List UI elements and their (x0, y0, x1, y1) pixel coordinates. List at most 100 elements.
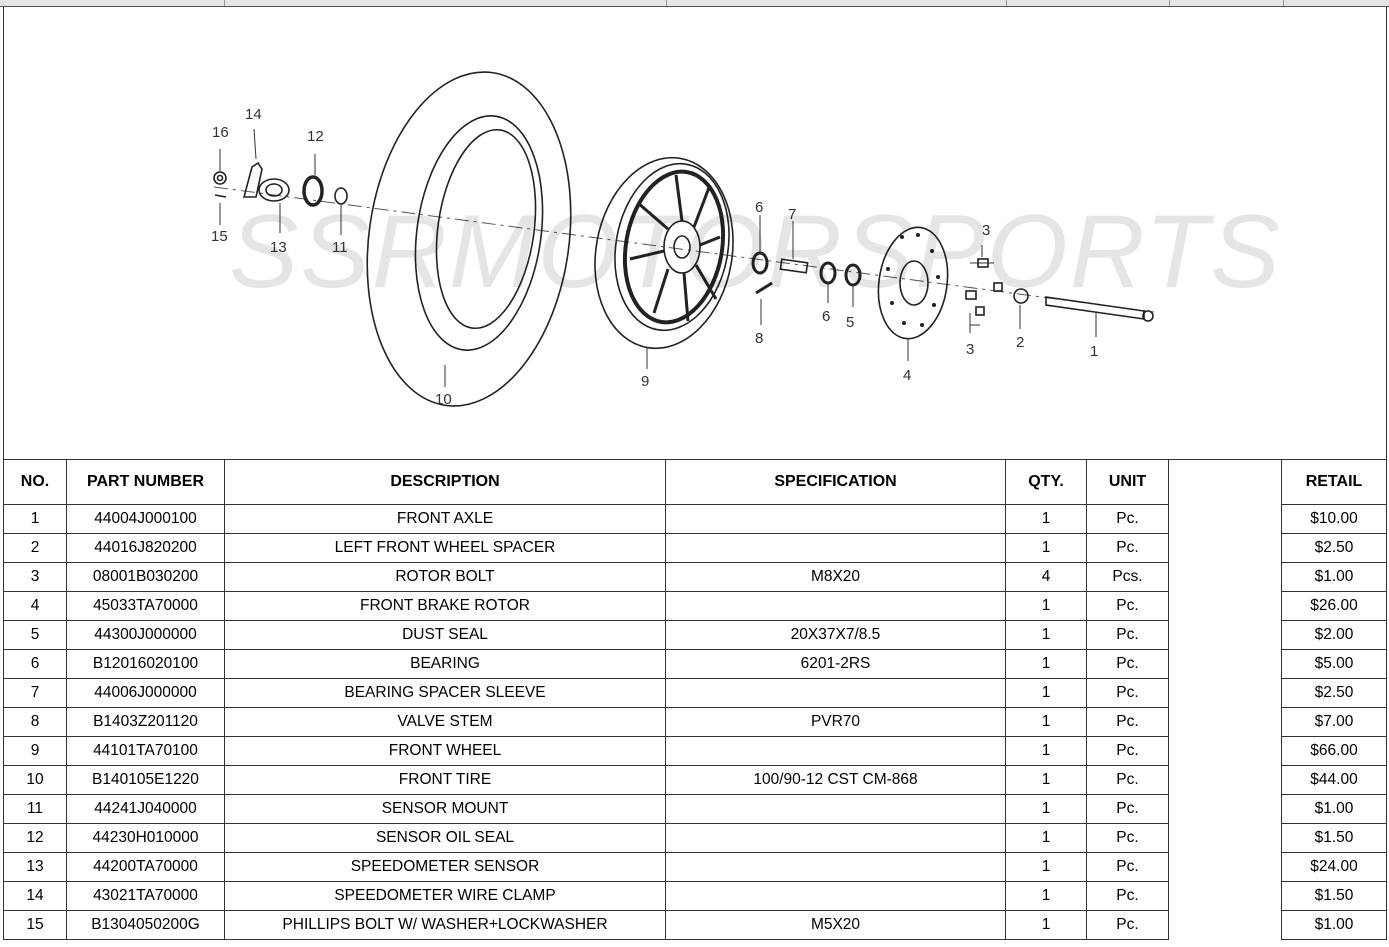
front-tire-part (366, 71, 572, 407)
cell-blank (1168, 823, 1282, 853)
callout-6-bottom: 6 (822, 308, 830, 325)
cell-blank (1168, 765, 1282, 795)
cell-retail: $2.50 (1281, 533, 1387, 563)
cell-spec (665, 881, 1006, 911)
sensor-oil-seal-part (302, 175, 324, 207)
cell-retail: $44.00 (1281, 765, 1387, 795)
callout-6-top: 6 (755, 199, 763, 216)
callout-4: 4 (903, 367, 911, 384)
cell-desc: FRONT AXLE (224, 504, 666, 534)
header-qty: QTY. (1005, 459, 1087, 505)
cell-qty: 1 (1005, 591, 1087, 621)
table-header-row: NO. PART NUMBER DESCRIPTION SPECIFICATIO… (3, 459, 1387, 505)
cell-qty: 1 (1005, 504, 1087, 534)
cell-qty: 1 (1005, 649, 1087, 679)
cell-unit: Pc. (1086, 881, 1169, 911)
cell-retail: $2.50 (1281, 678, 1387, 708)
cell-spec: M5X20 (665, 910, 1006, 940)
parts-table: NO. PART NUMBER DESCRIPTION SPECIFICATIO… (3, 459, 1387, 940)
cell-no: 11 (3, 794, 67, 824)
cell-part: 43021TA70000 (66, 881, 225, 911)
cell-no: 15 (3, 910, 67, 940)
callout-8: 8 (755, 330, 763, 347)
cell-desc: VALVE STEM (224, 707, 666, 737)
cell-part: B140105E1220 (66, 765, 225, 795)
cell-part: 44230H010000 (66, 823, 225, 853)
cell-spec (665, 823, 1006, 853)
cell-qty: 1 (1005, 678, 1087, 708)
cell-part: 44016J820200 (66, 533, 225, 563)
cell-qty: 1 (1005, 881, 1087, 911)
cell-desc: LEFT FRONT WHEEL SPACER (224, 533, 666, 563)
cell-unit: Pc. (1086, 736, 1169, 766)
cell-desc: BEARING (224, 649, 666, 679)
cell-qty: 1 (1005, 910, 1087, 940)
callout-3-bottom: 3 (966, 341, 974, 358)
cell-qty: 1 (1005, 533, 1087, 563)
cell-part: 44101TA70100 (66, 736, 225, 766)
cell-spec: 20X37X7/8.5 (665, 620, 1006, 650)
cell-no: 6 (3, 649, 67, 679)
cell-unit: Pc. (1086, 533, 1169, 563)
header-description: DESCRIPTION (224, 459, 666, 505)
top-bar (0, 0, 1389, 7)
cell-part: 08001B030200 (66, 562, 225, 592)
cell-retail: $1.50 (1281, 823, 1387, 853)
cell-retail: $5.00 (1281, 649, 1387, 679)
cell-no: 5 (3, 620, 67, 650)
header-retail: RETAIL (1281, 459, 1387, 505)
cell-blank (1168, 910, 1282, 940)
callout-12: 12 (307, 128, 324, 145)
cell-no: 8 (3, 707, 67, 737)
cell-blank (1168, 562, 1282, 592)
cell-qty: 1 (1005, 765, 1087, 795)
brake-rotor-part (877, 226, 949, 340)
cell-part: 45033TA70000 (66, 591, 225, 621)
wheel-assembly-illustration: 16 14 12 15 13 11 10 9 6 7 8 6 5 3 4 3 2… (211, 71, 1155, 408)
cell-no: 14 (3, 881, 67, 911)
cell-no: 7 (3, 678, 67, 708)
cell-part: 44200TA70000 (66, 852, 225, 882)
callout-13: 13 (270, 239, 287, 256)
cell-retail: $7.00 (1281, 707, 1387, 737)
cell-spec (665, 504, 1006, 534)
cell-desc: BEARING SPACER SLEEVE (224, 678, 666, 708)
cell-spec (665, 533, 1006, 563)
cell-retail: $1.50 (1281, 881, 1387, 911)
cell-unit: Pc. (1086, 852, 1169, 882)
cell-no: 9 (3, 736, 67, 766)
cell-desc: FRONT BRAKE ROTOR (224, 591, 666, 621)
cell-no: 10 (3, 765, 67, 795)
cell-desc: SPEEDOMETER WIRE CLAMP (224, 881, 666, 911)
cell-spec: M8X20 (665, 562, 1006, 592)
cell-blank (1168, 736, 1282, 766)
cell-spec (665, 678, 1006, 708)
cell-part: B1403Z201120 (66, 707, 225, 737)
cell-part: 44241J040000 (66, 794, 225, 824)
cell-part: 44006J000000 (66, 678, 225, 708)
cell-blank (1168, 881, 1282, 911)
callout-9: 9 (641, 373, 649, 390)
cell-blank (1168, 678, 1282, 708)
cell-spec (665, 736, 1006, 766)
cell-spec (665, 852, 1006, 882)
cell-blank (1168, 794, 1282, 824)
cell-blank (1168, 504, 1282, 534)
cell-spec: 6201-2RS (665, 649, 1006, 679)
cell-spec (665, 794, 1006, 824)
cell-qty: 1 (1005, 707, 1087, 737)
cell-retail: $66.00 (1281, 736, 1387, 766)
cell-unit: Pc. (1086, 794, 1169, 824)
cell-desc: SENSOR OIL SEAL (224, 823, 666, 853)
cell-blank (1168, 707, 1282, 737)
cell-unit: Pc. (1086, 620, 1169, 650)
